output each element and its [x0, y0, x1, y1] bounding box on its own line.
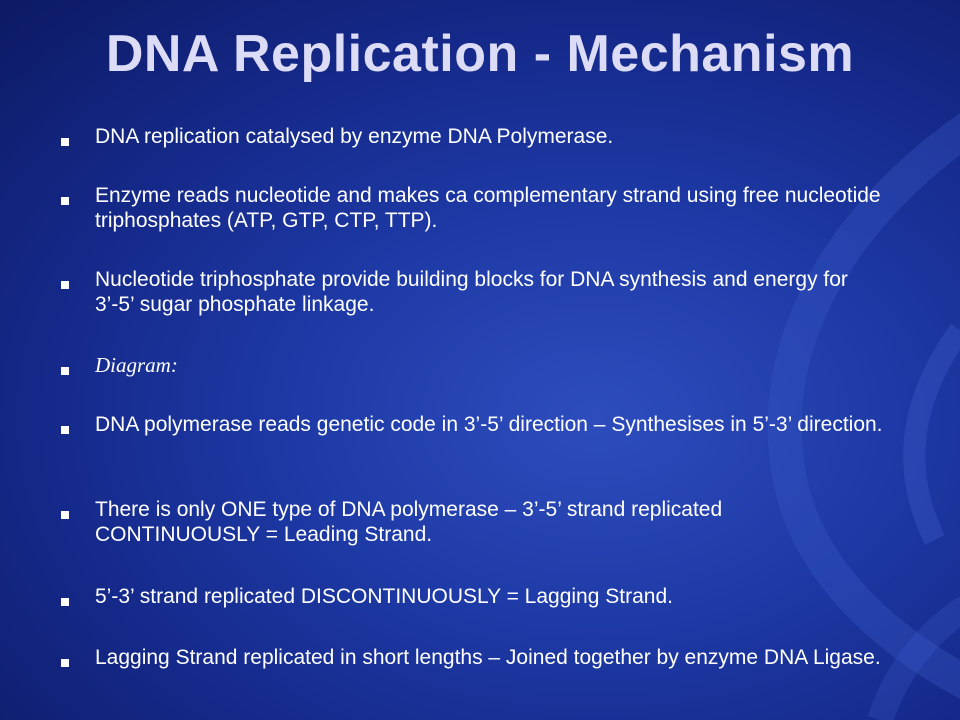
bullet-item: Nucleotide triphosphate provide building… — [61, 267, 891, 317]
square-bullet-icon — [61, 598, 69, 606]
bullet-text: Lagging Strand replicated in short lengt… — [95, 646, 881, 669]
bullet-text: DNA replication catalysed by enzyme DNA … — [95, 125, 614, 148]
bullet-item: Enzyme reads nucleotide and makes ca com… — [61, 183, 891, 233]
square-bullet-icon — [61, 659, 69, 667]
bullet-item: There is only ONE type of DNA polymerase… — [61, 497, 891, 547]
square-bullet-icon — [61, 511, 69, 519]
bullet-item: DNA replication catalysed by enzyme DNA … — [61, 124, 891, 149]
bullet-text: Enzyme reads nucleotide and makes ca com… — [95, 184, 881, 232]
bullet-text: There is only ONE type of DNA polymerase… — [95, 498, 723, 546]
bullet-text: DNA polymerase reads genetic code in 3’-… — [95, 413, 883, 436]
bullet-text: 5’-3’ strand replicated DISCONTINUOUSLY … — [95, 585, 673, 608]
square-bullet-icon — [61, 426, 69, 434]
diagram-label: Diagram: — [95, 353, 178, 377]
slide-title: DNA Replication - Mechanism — [105, 25, 855, 83]
bullet-item: 5’-3’ strand replicated DISCONTINUOUSLY … — [61, 584, 891, 609]
bullet-text: Nucleotide triphosphate provide building… — [95, 268, 848, 316]
bullet-item: DNA polymerase reads genetic code in 3’-… — [61, 412, 891, 437]
square-bullet-icon — [61, 281, 69, 289]
square-bullet-icon — [61, 197, 69, 205]
square-bullet-icon — [61, 138, 69, 146]
bullet-item: Diagram: — [61, 353, 891, 378]
bullet-item: Lagging Strand replicated in short lengt… — [61, 645, 891, 670]
square-bullet-icon — [61, 367, 69, 375]
